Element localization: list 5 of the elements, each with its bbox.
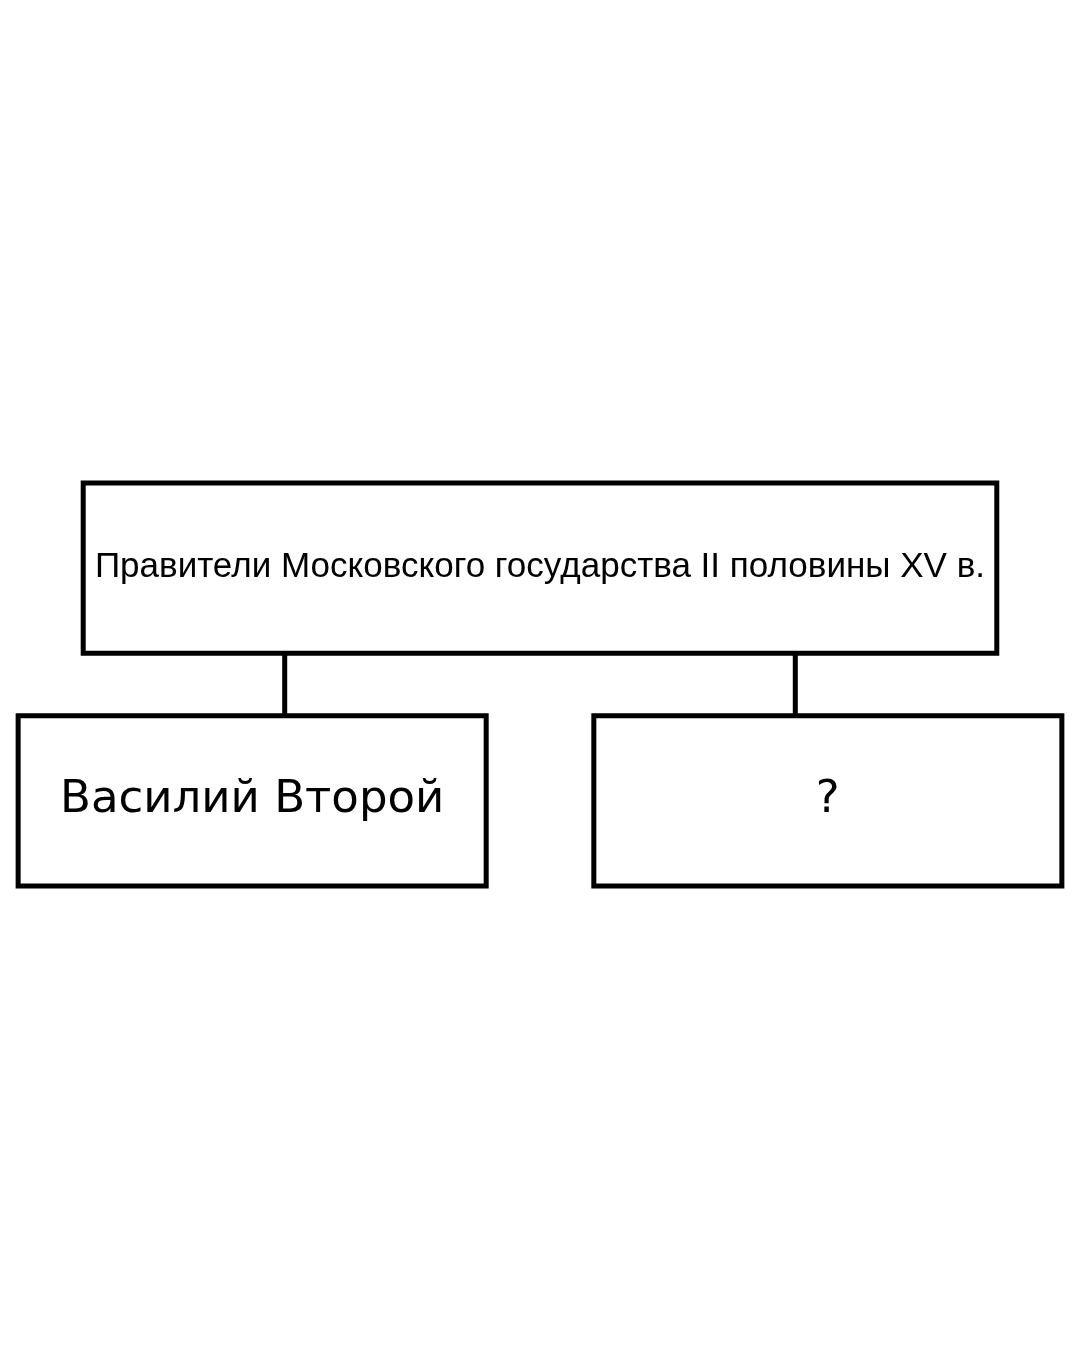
connector	[792, 653, 798, 716]
node-box: Василий Второй	[15, 713, 489, 889]
connector	[282, 653, 288, 716]
node-box: Правители Московского государства II половины XV в.	[80, 480, 1000, 656]
node-box: ?	[591, 713, 1065, 889]
